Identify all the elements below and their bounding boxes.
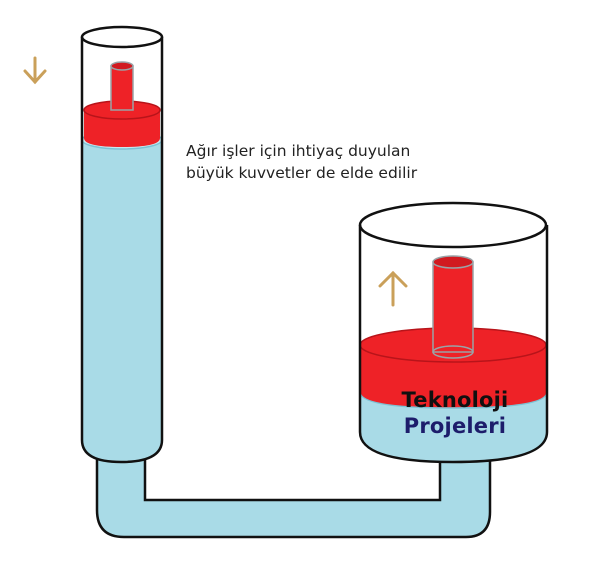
up-arrow-icon	[378, 270, 408, 307]
small-cylinder-rim	[80, 25, 164, 49]
large-piston-rod	[432, 261, 474, 353]
watermark-line-1: Teknoloji	[401, 388, 509, 412]
small-piston-disk	[84, 110, 160, 147]
down-arrow-icon	[23, 56, 47, 85]
caption-line-1: Ağır işler için ihtiyaç duyulan	[186, 142, 411, 160]
watermark-line-2: Projeleri	[403, 414, 507, 438]
small-piston-rod-top	[110, 61, 134, 71]
large-piston-rod-top	[432, 255, 474, 269]
large-piston-rod-base	[432, 345, 474, 359]
large-piston-disk	[359, 344, 548, 409]
large-cylinder-wall	[358, 225, 549, 464]
caption-line-2: büyük kuvvetler de elde edilir	[186, 164, 418, 182]
small-cylinder-fluid	[82, 140, 162, 462]
caption-text: Ağır işler için ihtiyaç duyulan büyük ku…	[186, 140, 486, 184]
small-piston-rod	[110, 65, 134, 111]
small-cylinder-wall	[80, 37, 164, 464]
large-cylinder-rim	[358, 201, 548, 249]
